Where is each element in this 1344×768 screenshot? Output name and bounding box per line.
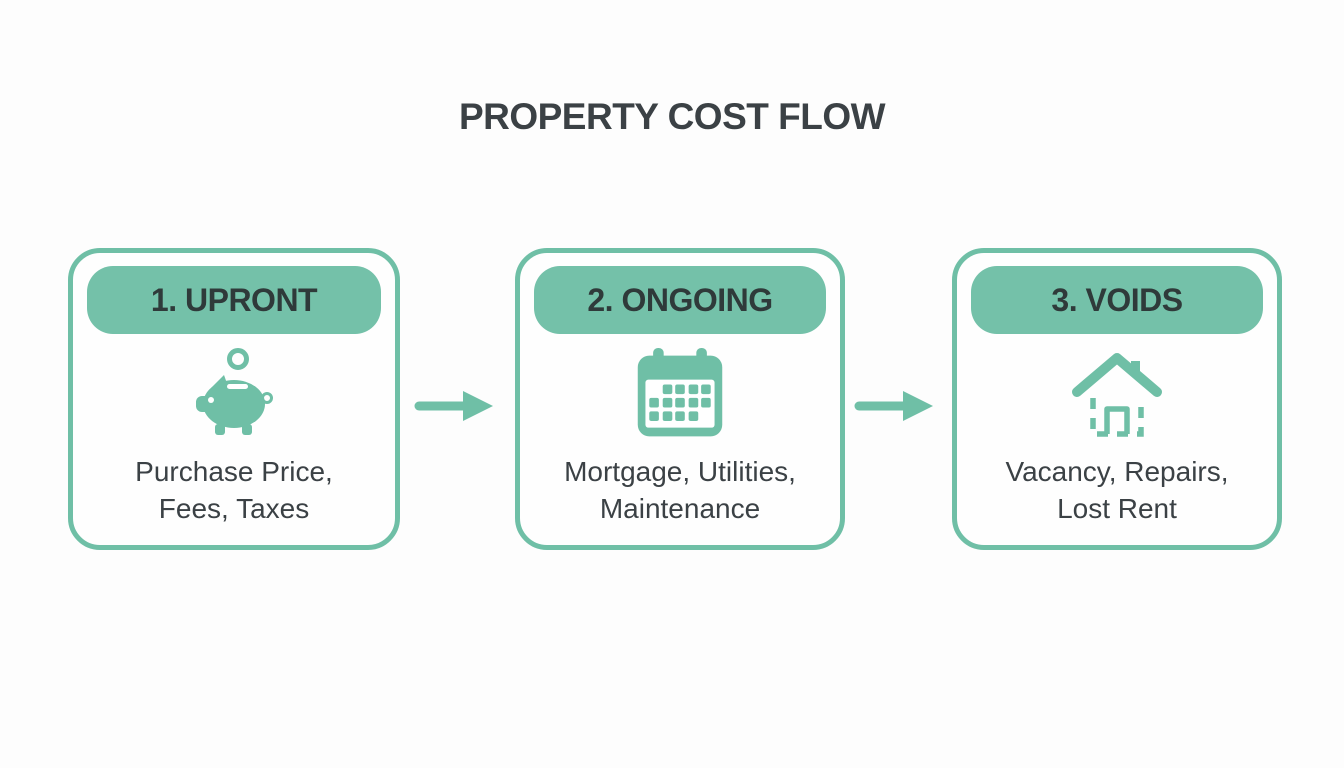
step-card-ongoing: 2. ONGOING xyxy=(515,248,845,550)
calendar-icon xyxy=(632,342,728,450)
step-header-voids: 3. VOIDS xyxy=(971,266,1263,334)
step-description-voids: Vacancy, Repairs, Lost Rent xyxy=(1005,454,1228,528)
step-description-line: Vacancy, Repairs, xyxy=(1005,456,1229,487)
step-description-upfront: Purchase Price, Fees, Taxes xyxy=(135,454,333,528)
page-title: PROPERTY COST FLOW xyxy=(458,96,886,137)
step-card-voids: 3. VOIDS Vacancy, Repairs, Lost Rent xyxy=(952,248,1282,550)
step-description-ongoing: Mortgage, Utilities, Maintenance xyxy=(564,454,796,528)
step-card-upfront: 1. UPRONT Purchase Price, Fees, Taxes xyxy=(68,248,400,550)
step-description-line: Fees, Taxes xyxy=(158,492,310,524)
step-header-ongoing: 2. ONGOING xyxy=(534,266,826,334)
step-description-line: Maintenance xyxy=(599,492,761,524)
flow-arrow-2-icon xyxy=(853,386,937,426)
step-description-line: Mortgage, Utilities, xyxy=(564,456,796,487)
piggy-bank-icon xyxy=(181,342,287,450)
step-description-line: Lost Rent xyxy=(1057,492,1177,524)
step-description-line: Purchase Price, xyxy=(135,456,333,487)
flow-arrow-1-icon xyxy=(413,386,497,426)
house-vacancy-icon xyxy=(1065,342,1169,450)
step-header-upfront: 1. UPRONT xyxy=(87,266,381,334)
